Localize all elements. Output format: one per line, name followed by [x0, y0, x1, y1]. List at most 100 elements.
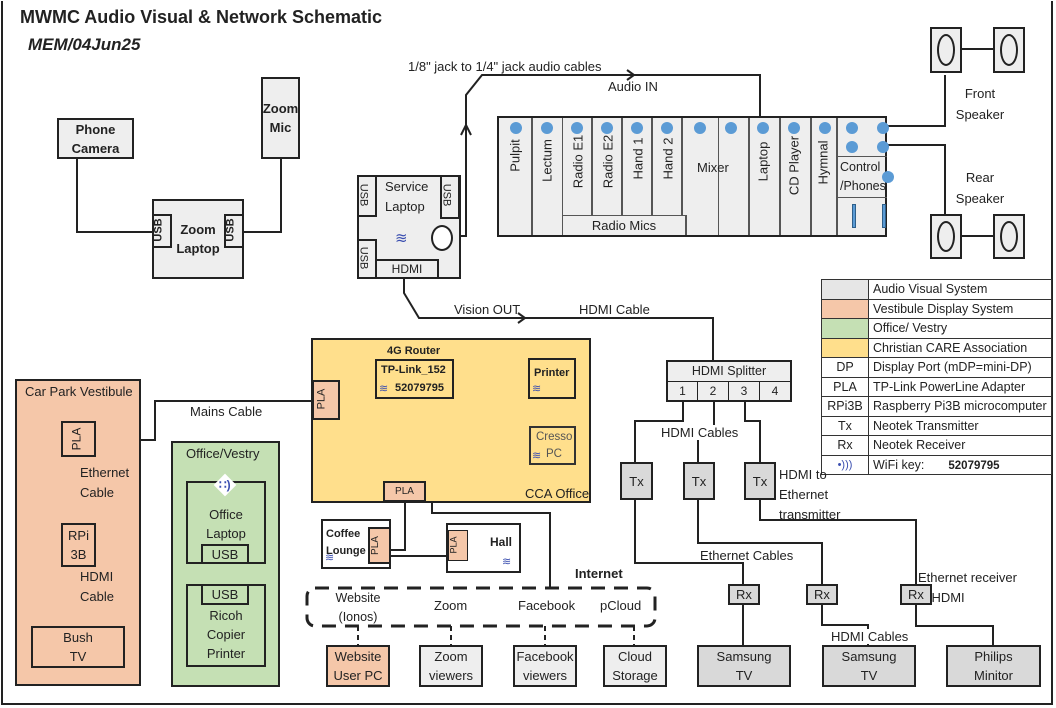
service-facebook: Facebook: [518, 598, 576, 613]
ricoh-copier-printer: Ricoh Copier Printer: [186, 584, 266, 667]
wifi-icon: ≋: [502, 556, 512, 568]
hdmi-cables-label: HDMI Cables: [661, 425, 739, 440]
label: Cresso: [536, 431, 573, 443]
service-laptop-usb-bottom-left: USB: [357, 239, 377, 279]
zoom-mic-cable: [243, 158, 282, 233]
label: PLA: [448, 536, 459, 554]
internet-label: Internet: [575, 566, 623, 581]
label: Rx: [821, 435, 869, 456]
wifi-key-value: 52079795: [948, 459, 1000, 472]
channel-knob: [571, 122, 583, 134]
legend: Audio Visual System Vestibule Display Sy…: [821, 279, 1052, 475]
label: 52079795: [395, 382, 444, 394]
label: Office/ Vestry: [868, 318, 1052, 339]
label: PLA: [69, 427, 84, 451]
channel-knob: [788, 122, 800, 134]
label: Office/Vestry: [186, 446, 260, 461]
ethernet-receiver-label: Ethernet receiver to HDMI: [917, 570, 1017, 605]
hdmi-vision-cable: [403, 278, 714, 360]
label: Vestibule Display System: [868, 298, 1052, 319]
label: USB: [357, 246, 370, 270]
ricoh-usb: USB: [201, 584, 249, 605]
channel-knob: [877, 122, 889, 134]
rx-1: Rx: [728, 584, 760, 605]
channel-knob: [877, 141, 889, 153]
service-pcloud: pCloud: [600, 598, 642, 613]
cca-pla-left: PLA: [312, 380, 340, 420]
legend-row: Audio Visual System: [821, 279, 1052, 300]
label: Raspberry Pi3B microcomputer: [868, 396, 1052, 417]
channel-hand-2: Hand 2: [660, 137, 676, 180]
hdmi-splitter: HDMI Splitter 1 2 3 4: [666, 360, 792, 402]
channel-knob: [725, 122, 737, 134]
ethernet-cables-label: Ethernet Cables: [700, 548, 794, 563]
display-samsung-tv-2: Samsung TV: [822, 645, 916, 687]
label: TP-Link_152: [381, 364, 446, 376]
channel-radio-e2: Radio E2: [600, 134, 616, 189]
rx-2: Rx: [806, 584, 838, 605]
wifi-icon: ∷): [219, 478, 231, 492]
audio-jack-icon: [431, 225, 453, 251]
channel-hand-1: Hand 1: [630, 137, 646, 180]
splitter-port: 1: [668, 382, 698, 400]
rack-slot: [750, 118, 781, 235]
rack-slot: [499, 118, 533, 235]
rx-3: Rx: [900, 584, 932, 605]
zoom-laptop-usb-left: USB: [152, 214, 172, 248]
rack-slot: [781, 118, 812, 235]
rack-slot: [812, 118, 838, 235]
hdmi-to-ethernet-label: HDMI to Ethernet transmitter: [779, 467, 841, 522]
label: DP: [821, 357, 869, 378]
mains-cable-label: Mains Cable: [190, 404, 263, 419]
service-laptop: USB USB USB HDMI Service Laptop ≋: [357, 175, 461, 279]
splitter-port: 2: [698, 382, 729, 400]
front-speaker-label: Front Speaker: [955, 86, 1005, 122]
tx-1: Tx: [620, 462, 653, 500]
service-laptop-usb-top-right: USB: [440, 175, 460, 219]
label: PLA: [369, 536, 381, 555]
front-speaker-cable: [885, 75, 946, 127]
coffee-lounge-pla: PLA: [368, 527, 391, 564]
label: Neotek Receiver: [868, 435, 1052, 456]
channel-knob: [846, 122, 858, 134]
label: PLA: [821, 376, 869, 397]
channel-lectum: Lectum: [539, 139, 555, 182]
wifi-icon: •))): [821, 454, 869, 475]
label: 4G Router: [387, 345, 441, 357]
front-speaker-left: [930, 27, 962, 73]
rear-speaker-label: Rear Speaker: [955, 170, 1005, 206]
hdmi-cable-label: HDMI Cable: [579, 302, 650, 317]
phone-camera: Phone Camera: [57, 118, 134, 159]
front-speaker-right: [993, 27, 1025, 73]
channel-knob: [882, 171, 894, 183]
service-website: Website (Ionos): [335, 591, 381, 624]
label: USB: [440, 183, 453, 207]
label: Audio Visual System: [868, 279, 1052, 300]
splitter-port: 4: [771, 384, 779, 398]
mixer-label: Mixer: [697, 160, 729, 175]
splitter-port: 3: [729, 382, 760, 400]
service-laptop-hdmi: HDMI: [375, 259, 439, 279]
cca-pla-bottom: PLA: [383, 481, 426, 502]
page-title: MWMC Audio Visual & Network Schematic: [20, 7, 383, 27]
label: PC: [546, 448, 562, 460]
audio-in-label: Audio IN: [608, 79, 658, 94]
channel-knob: [694, 122, 706, 134]
radio-mics-label: Radio Mics: [563, 215, 687, 235]
label: Hall: [490, 535, 513, 549]
wifi-icon: ≋: [532, 383, 542, 395]
rack-slot: [623, 118, 653, 215]
label: Coffee Lounge: [326, 528, 366, 557]
channel-knob: [819, 122, 831, 134]
router-tp-link: TP-Link_152 ≋ 52079795: [375, 359, 454, 399]
rack-slot: [533, 118, 563, 235]
label: Laptop: [385, 199, 425, 214]
client-facebook-viewers: Facebook viewers: [513, 645, 577, 687]
audio-cables-label: 1/8" jack to 1/4" jack audio cables: [408, 59, 602, 74]
label: Display Port (mDP=mini-DP): [868, 357, 1052, 378]
rear-speaker-cable: [885, 144, 946, 215]
